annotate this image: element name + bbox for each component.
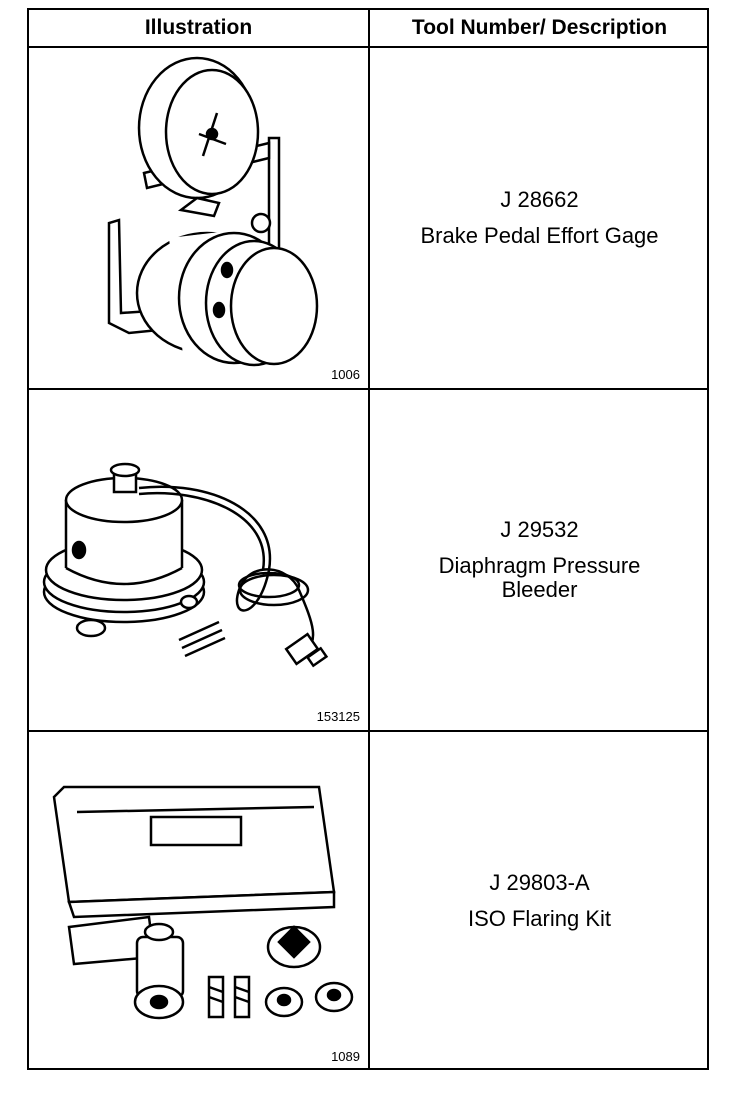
table-row: 1006 J 28662 Brake Pedal Effort Gage	[29, 48, 707, 388]
row-divider	[29, 46, 707, 48]
header-tool-description: Tool Number/ Description	[411, 16, 668, 39]
table-row: 1089 J 29803-A ISO Flaring Kit	[29, 732, 707, 1070]
pressure-bleeder-drawing	[42, 462, 329, 668]
tool-number: J 28662	[500, 186, 579, 212]
tool-description-cell: J 28662 Brake Pedal Effort Gage	[370, 48, 709, 388]
figure-number: 1006	[331, 367, 360, 382]
tool-number: J 29803-A	[489, 869, 590, 895]
row-divider	[29, 730, 707, 732]
row-divider	[29, 388, 707, 390]
flaring-kit-drawing	[52, 785, 354, 1020]
illustration-cell: 1089	[29, 732, 368, 1070]
pedal-effort-gage-drawing	[107, 56, 319, 367]
tool-number: J 29532	[500, 516, 579, 542]
tool-description-cell: J 29803-A ISO Flaring Kit	[370, 732, 709, 1070]
tool-description: Brake Pedal Effort Gage	[420, 223, 659, 248]
illustration-cell: 153125	[29, 390, 368, 730]
figure-number: 1089	[331, 1049, 360, 1064]
tool-description: ISO Flaring Kit	[467, 906, 612, 931]
header-illustration: Illustration	[144, 16, 253, 39]
figure-number: 153125	[316, 709, 360, 724]
column-divider	[368, 10, 370, 1068]
table-row: 153125 J 29532 Diaphragm Pressure Bleede…	[29, 390, 707, 730]
tool-description: Diaphragm Pressure Bleeder	[438, 552, 641, 603]
tool-description-cell: J 29532 Diaphragm Pressure Bleeder	[370, 390, 709, 730]
tool-table: Illustration Tool Number/ Description	[27, 8, 709, 1070]
illustration-cell: 1006	[29, 48, 368, 388]
